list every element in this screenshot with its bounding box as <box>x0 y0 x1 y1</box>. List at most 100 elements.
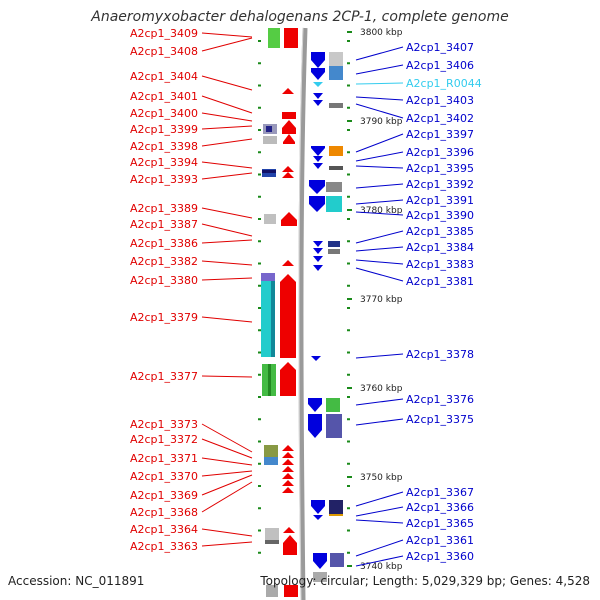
leader-line <box>201 316 253 323</box>
gene-label-a2cp1-3399[interactable]: A2cp1_3399 <box>130 123 198 136</box>
gene-arrow-forward <box>313 515 323 520</box>
gene-label-a2cp1-3363[interactable]: A2cp1_3363 <box>130 540 198 553</box>
gene-label-a2cp1-3409[interactable]: A2cp1_3409 <box>130 27 198 40</box>
accession-text: Accession: NC_011891 <box>8 574 145 588</box>
gene-arrow-forward <box>308 414 322 438</box>
gene-label-a2cp1-3379[interactable]: A2cp1_3379 <box>130 311 198 324</box>
gene-labels[interactable]: A2cp1_3409A2cp1_3408A2cp1_3404A2cp1_3401… <box>130 27 482 563</box>
gene-label-a2cp1-3390[interactable]: A2cp1_3390 <box>406 209 474 222</box>
gene-label-a2cp1-3371[interactable]: A2cp1_3371 <box>130 452 198 465</box>
scale-tick <box>347 387 352 389</box>
minor-tick <box>258 485 261 487</box>
gene-label-a2cp1-3385[interactable]: A2cp1_3385 <box>406 225 474 238</box>
gene-label-a2cp1-r0044[interactable]: A2cp1_R0044 <box>406 77 482 90</box>
minor-tick <box>258 284 261 287</box>
minor-tick <box>258 40 261 42</box>
gene-arrow-forward <box>311 500 325 514</box>
gene-label-a2cp1-3393[interactable]: A2cp1_3393 <box>130 173 198 186</box>
scale-tick-label: 3770 kbp <box>360 295 403 305</box>
minor-tick <box>347 507 350 510</box>
gene-label-a2cp1-3391[interactable]: A2cp1_3391 <box>406 194 474 207</box>
leader-line <box>201 423 253 453</box>
gene-label-a2cp1-3407[interactable]: A2cp1_3407 <box>406 41 474 54</box>
gene-label-a2cp1-3402[interactable]: A2cp1_3402 <box>406 112 474 125</box>
gene-label-a2cp1-3360[interactable]: A2cp1_3360 <box>406 550 474 563</box>
gene-feature <box>329 52 343 66</box>
gene-label-a2cp1-3395[interactable]: A2cp1_3395 <box>406 162 474 175</box>
leader-line <box>201 161 253 169</box>
gene-label-a2cp1-3367[interactable]: A2cp1_3367 <box>406 486 474 499</box>
gene-label-a2cp1-3394[interactable]: A2cp1_3394 <box>130 156 198 169</box>
gene-label-a2cp1-3401[interactable]: A2cp1_3401 <box>130 90 198 103</box>
gene-feature <box>330 553 344 567</box>
gene-label-a2cp1-3387[interactable]: A2cp1_3387 <box>130 218 198 231</box>
minor-tick <box>347 351 350 354</box>
gene-label-a2cp1-3403[interactable]: A2cp1_3403 <box>406 94 474 107</box>
leader-line <box>355 353 404 359</box>
gene-arrow-reverse <box>283 535 297 555</box>
leader-line <box>355 183 404 189</box>
minor-tick <box>347 529 350 532</box>
minor-tick <box>347 396 350 398</box>
leader-line <box>355 259 404 265</box>
minor-tick <box>258 329 261 332</box>
gene-label-a2cp1-3380[interactable]: A2cp1_3380 <box>130 274 198 287</box>
genome-backbone <box>298 27 308 600</box>
gene-label-a2cp1-3406[interactable]: A2cp1_3406 <box>406 59 474 72</box>
gene-label-a2cp1-3408[interactable]: A2cp1_3408 <box>130 45 198 58</box>
gene-feature <box>326 196 342 212</box>
gene-label-a2cp1-3382[interactable]: A2cp1_3382 <box>130 255 198 268</box>
gene-label-a2cp1-3378[interactable]: A2cp1_3378 <box>406 348 474 361</box>
gene-label-a2cp1-3389[interactable]: A2cp1_3389 <box>130 202 198 215</box>
gene-arrow-forward <box>309 196 325 212</box>
gene-label-a2cp1-3372[interactable]: A2cp1_3372 <box>130 433 198 446</box>
gene-label-a2cp1-3383[interactable]: A2cp1_3383 <box>406 258 474 271</box>
gene-label-a2cp1-3404[interactable]: A2cp1_3404 <box>130 70 198 83</box>
scale-tick <box>347 120 352 122</box>
leader-line <box>355 151 404 162</box>
gene-label-a2cp1-3365[interactable]: A2cp1_3365 <box>406 517 474 530</box>
gene-label-a2cp1-3361[interactable]: A2cp1_3361 <box>406 534 474 547</box>
gene-label-a2cp1-3386[interactable]: A2cp1_3386 <box>130 237 198 250</box>
gene-arrow-reverse <box>282 166 294 172</box>
minor-tick <box>347 307 350 309</box>
gene-label-a2cp1-3375[interactable]: A2cp1_3375 <box>406 413 474 426</box>
gene-arrow-reverse <box>282 260 294 266</box>
gene-feature <box>284 585 298 597</box>
gene-label-a2cp1-3366[interactable]: A2cp1_3366 <box>406 501 474 514</box>
gene-label-a2cp1-3392[interactable]: A2cp1_3392 <box>406 178 474 191</box>
gene-label-a2cp1-3398[interactable]: A2cp1_3398 <box>130 140 198 153</box>
gene-arrow-reverse <box>282 120 296 134</box>
gene-feature <box>329 103 343 108</box>
minor-tick <box>258 129 261 131</box>
gene-label-a2cp1-3381[interactable]: A2cp1_3381 <box>406 275 474 288</box>
map-title: Anaeromyxobacter dehalogenans 2CP-1, com… <box>91 9 509 25</box>
minor-tick <box>258 351 261 354</box>
gene-feature <box>266 585 278 597</box>
leader-line <box>355 555 404 567</box>
gene-label-a2cp1-3373[interactable]: A2cp1_3373 <box>130 418 198 431</box>
gene-arrow-reverse <box>282 480 294 486</box>
minor-tick <box>258 373 261 376</box>
gene-label-a2cp1-3364[interactable]: A2cp1_3364 <box>130 523 198 536</box>
gene-label-a2cp1-3397[interactable]: A2cp1_3397 <box>406 128 474 141</box>
leader-line <box>355 267 404 282</box>
gene-feature <box>326 398 340 412</box>
gene-label-a2cp1-3369[interactable]: A2cp1_3369 <box>130 489 198 502</box>
gene-label-a2cp1-3396[interactable]: A2cp1_3396 <box>406 146 474 159</box>
gene-label-a2cp1-3370[interactable]: A2cp1_3370 <box>130 470 198 483</box>
minor-tick <box>258 418 261 421</box>
gene-label-a2cp1-3368[interactable]: A2cp1_3368 <box>130 506 198 519</box>
leader-line <box>201 457 253 466</box>
gene-label-a2cp1-3376[interactable]: A2cp1_3376 <box>406 393 474 406</box>
gene-label-a2cp1-3377[interactable]: A2cp1_3377 <box>130 370 198 383</box>
gene-arrow-reverse <box>280 274 296 358</box>
leader-line <box>355 64 404 75</box>
gene-feature <box>266 126 272 132</box>
gene-label-a2cp1-3400[interactable]: A2cp1_3400 <box>130 107 198 120</box>
gene-label-a2cp1-3384[interactable]: A2cp1_3384 <box>406 241 474 254</box>
gene-arrow-reverse <box>283 134 295 144</box>
gene-arrow-forward <box>313 156 323 162</box>
scale-tick <box>347 476 352 478</box>
